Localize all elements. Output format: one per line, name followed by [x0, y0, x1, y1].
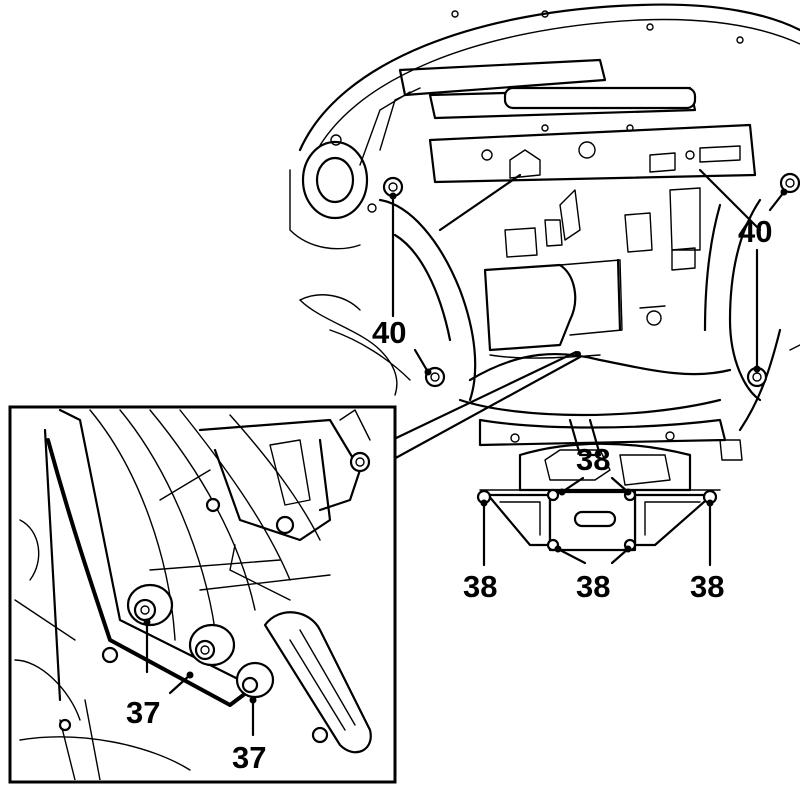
bolt-37-mid	[188, 623, 236, 667]
rear-bracket	[478, 418, 727, 492]
callout-40-left: 40	[372, 315, 406, 350]
callout-38-top: 38	[576, 442, 610, 477]
mounting-plate	[479, 489, 721, 552]
vehicle-underbody	[289, 3, 800, 552]
callout-38-left: 38	[463, 569, 497, 604]
callout-40-right: 40	[738, 214, 772, 249]
steering-rack	[359, 58, 697, 166]
detail-inset	[8, 405, 397, 784]
left-strut-mount	[301, 134, 377, 220]
callout-37-upper: 37	[126, 695, 160, 730]
callout-38-center: 38	[576, 569, 610, 604]
callout-38-right: 38	[690, 569, 724, 604]
bolt-40-right	[746, 172, 800, 388]
callout-37-lower: 37	[232, 740, 266, 775]
bolt-37-lower	[235, 661, 275, 699]
bolt-37-upper	[126, 583, 174, 627]
crossmember-top	[428, 123, 757, 184]
subframe	[299, 168, 800, 461]
leader-lines-main	[389, 188, 788, 567]
detail-pointer	[390, 350, 582, 462]
callout-labels: 40 40 38 38 38 38 37 37	[126, 214, 772, 775]
